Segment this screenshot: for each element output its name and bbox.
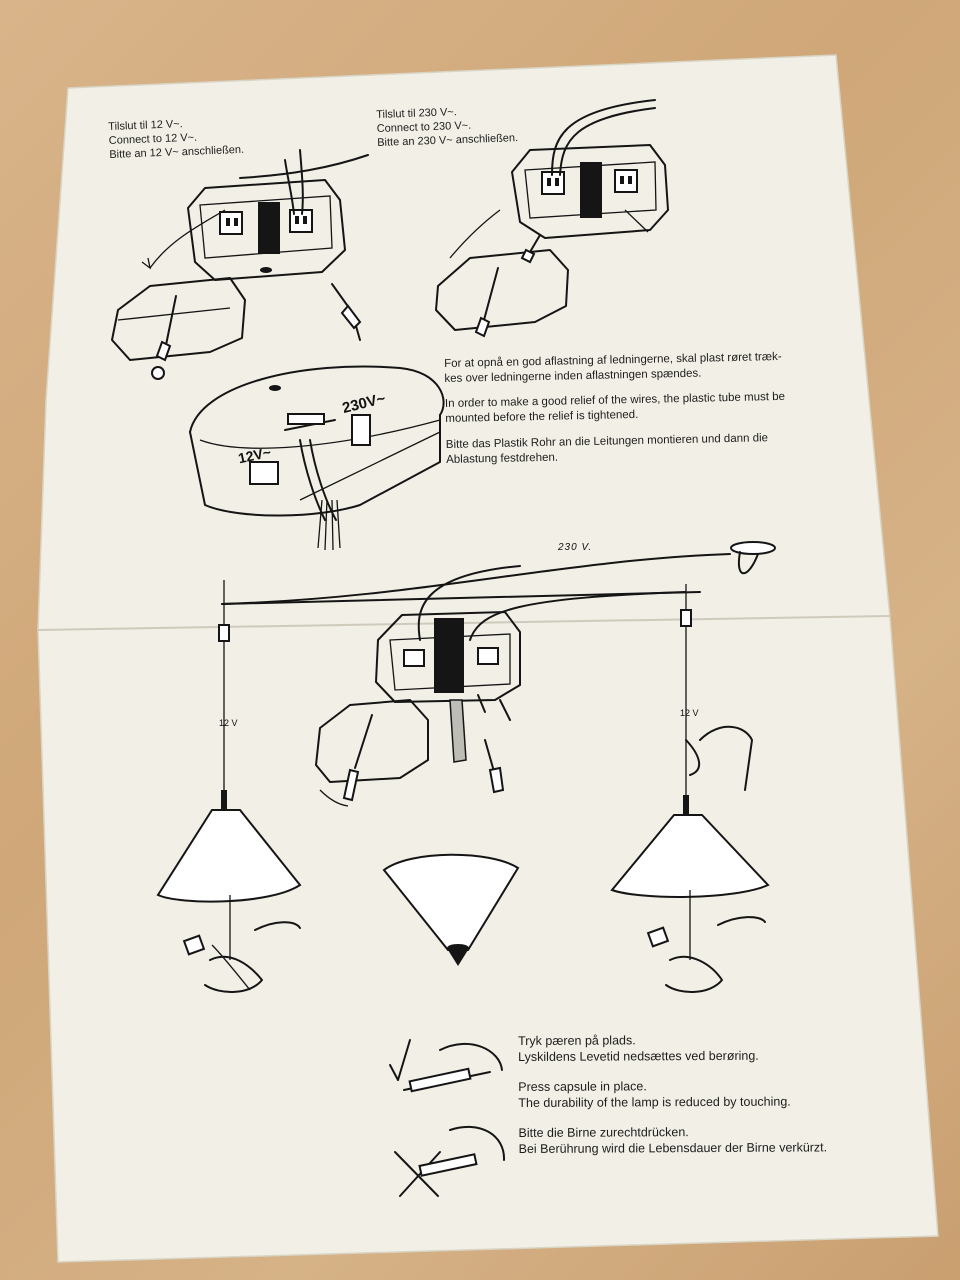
glass-cone-drawing (382, 853, 520, 966)
bulb-text-da: Tryk pæren på plads.Lyskildens Levetid n… (518, 1033, 759, 1064)
right-cable-label: 12 V (680, 708, 699, 718)
strain-relief-instructions: For at opnå en god aflastning af ledning… (444, 350, 787, 478)
mains-cable-drawing (221, 541, 776, 641)
junction-box-12v-drawing (111, 149, 369, 380)
mains-label: 230 V. (558, 542, 593, 553)
center-junction-drawing (315, 611, 521, 807)
right-pendant-lamp-drawing (610, 584, 770, 993)
relief-text-de: Bitte das Plastik Rohr an die Leitungen … (445, 432, 769, 466)
strain-relief-box-drawing (189, 365, 445, 551)
left-pendant-lamp-drawing (156, 580, 302, 993)
bulb-text-en: Press capsule in place.The durability of… (518, 1079, 791, 1110)
relief-text-en: In order to make a good relief of the wi… (444, 391, 786, 426)
bulb-text-de: Bitte die Birne zurechtdrücken.Bei Berüh… (518, 1125, 828, 1156)
relief-text-da: For at opnå en god aflastning af ledning… (444, 350, 782, 385)
bulb-handling-drawing (389, 1039, 506, 1197)
junction-box-230v-drawing (435, 99, 669, 338)
left-cable-label: 12 V (219, 718, 238, 728)
bulb-instructions: Tryk pæren på plads.Lyskildens Levetid n… (518, 1031, 827, 1171)
